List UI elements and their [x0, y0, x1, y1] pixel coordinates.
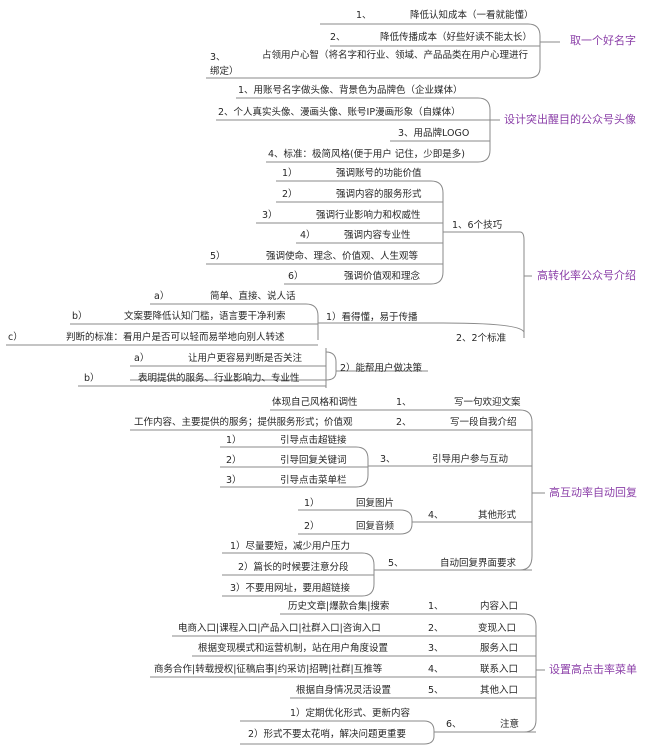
branch-welcome-text[interactable]: 写一句欢迎文案 [454, 397, 521, 408]
menu-monetize-entry[interactable]: 变现入口 [478, 623, 517, 634]
node-reply-keyword[interactable]: 引导回复关键词 [280, 455, 347, 466]
menu-contact-leaf[interactable]: 商务合作|转载授权|征稿启事|约采访|招聘|社群|互推等 [154, 664, 383, 675]
skill-mission-values[interactable]: 强调使命、理念、价值观、人生观等 [266, 251, 419, 262]
menu-content-entry[interactable]: 内容入口 [480, 601, 519, 612]
item-num: 2） [304, 521, 320, 532]
item-num: 1） [226, 435, 242, 446]
node-avatar-logo[interactable]: 3、用品牌LOGO [398, 128, 470, 139]
node-avatar-brand-color[interactable]: 1、用账号名字做头像、背景色为品牌色（企业媒体） [238, 85, 463, 96]
item-num: 5、 [428, 685, 444, 696]
branch-two-standards[interactable]: 2、2个标准 [456, 333, 507, 344]
node-click-link[interactable]: 引导点击超链接 [280, 435, 347, 446]
item-num: c） [8, 332, 23, 343]
item-num: a） [134, 353, 150, 364]
item-num: 1） [304, 498, 320, 509]
node-click-menu[interactable]: 引导点击菜单栏 [280, 475, 347, 486]
item-num: 2） [282, 189, 298, 200]
item-num: a） [154, 291, 170, 302]
skill-values-idea[interactable]: 强调价值观和理念 [344, 271, 421, 282]
item-num: 1、 [428, 601, 444, 612]
node-reply-audio[interactable]: 回复音频 [356, 521, 395, 532]
menu-other-entry[interactable]: 其他入口 [480, 685, 519, 696]
skill-function-value[interactable]: 强调账号的功能价值 [336, 168, 422, 179]
skill-service-form[interactable]: 强调内容的服务形式 [336, 189, 422, 200]
node-occupy-mind[interactable]: 占领用户心智（将名字和行业、领域、产品品类在用户心理进行绑定） [210, 50, 529, 77]
branch-other-forms[interactable]: 其他形式 [478, 510, 517, 521]
node-lower-threshold[interactable]: 文案要降低认知门槛，语言要干净利索 [124, 311, 286, 322]
node-work-content[interactable]: 工作内容、主要提供的服务；提供服务形式；价值观 [134, 417, 353, 428]
topic-pick-name[interactable]: 取一个好名字 [570, 34, 636, 47]
item-num: 2、 [330, 32, 346, 43]
item-num: 2、 [396, 417, 412, 428]
item-num: b） [72, 311, 88, 322]
topic-account-intro[interactable]: 高转化率公众号介绍 [537, 269, 636, 282]
branch-notice[interactable]: 注意 [500, 719, 520, 730]
node-solve-problem[interactable]: 2）形式不要太花哨，解决问题更重要 [248, 729, 407, 740]
menu-other-leaf[interactable]: 根据自身情况灵活设置 [296, 685, 392, 696]
item-num: 1、 [356, 10, 372, 21]
topic-menu[interactable]: 设置高点击率菜单 [549, 663, 637, 676]
node-reduce-cognitive-cost[interactable]: 降低认知成本（一看就能懂） [410, 10, 534, 21]
item-num: 6） [288, 271, 304, 282]
item-num: 3） [262, 210, 278, 221]
item-num: 4、 [428, 664, 444, 675]
item-num: 1） [282, 168, 298, 179]
standard-easy-understand[interactable]: 1）看得懂，易于传播 [326, 312, 418, 323]
item-num: 4） [300, 230, 316, 241]
topic-auto-reply[interactable]: 高互动率自动回复 [549, 486, 637, 499]
node-easy-follow[interactable]: 让用户更容易判断是否关注 [188, 353, 303, 364]
node-judge-standard[interactable]: 判断的标准：看用户是否可以轻而易举地向别人转述 [66, 332, 285, 343]
menu-service-leaf[interactable]: 根据变现模式和运营机制，站在用户角度设置 [198, 643, 389, 654]
node-avatar-standard[interactable]: 4、标准：极简风格(便于用户 记住，少即是多) [268, 149, 465, 160]
node-paragraph[interactable]: 2）篇长的时候要注意分段 [238, 562, 349, 573]
node-reduce-spread-cost[interactable]: 降低传播成本（好些好读不能太长） [380, 32, 533, 43]
menu-monetize-leaf[interactable]: 电商入口|课程入口|产品入口|社群入口|咨询入口 [178, 623, 381, 634]
branch-reply-ui[interactable]: 自动回复界面要求 [440, 558, 517, 569]
item-num: 3） [226, 475, 242, 486]
topic-avatar-design[interactable]: 设计突出醒目的公众号头像 [504, 113, 636, 126]
item-num: 1、 [396, 397, 412, 408]
item-num: 3、 [210, 52, 226, 63]
skill-professional[interactable]: 强调内容专业性 [344, 230, 411, 241]
node-avatar-personal[interactable]: 2、个人真实头像、漫画头像、账号IP漫画形象（自媒体） [218, 107, 461, 118]
item-num: 6、 [446, 719, 462, 730]
item-num: 3、 [380, 454, 396, 465]
node-style-tone[interactable]: 体现自己风格和调性 [272, 397, 358, 408]
menu-service-entry[interactable]: 服务入口 [480, 643, 519, 654]
item-num: 5） [210, 251, 226, 262]
node-optimize[interactable]: 1）定期优化形式、更新内容 [290, 708, 411, 719]
node-simple-direct[interactable]: 简单、直接、说人话 [210, 291, 296, 302]
item-num: 3、 [428, 643, 444, 654]
skill-industry-authority[interactable]: 强调行业影响力和权威性 [316, 210, 421, 221]
node-keep-short[interactable]: 1）尽量要短，减少用户压力 [230, 541, 351, 552]
node-no-url[interactable]: 3）不要用网址，要用超链接 [230, 583, 351, 594]
menu-contact-entry[interactable]: 联系入口 [480, 664, 519, 675]
item-num: 5、 [388, 558, 404, 569]
item-num: b） [84, 373, 100, 384]
node-reply-image[interactable]: 回复图片 [356, 498, 395, 509]
item-num: 2、 [428, 623, 444, 634]
standard-help-decide[interactable]: 2）能帮用户做决策 [340, 363, 423, 374]
branch-self-intro[interactable]: 写一段自我介绍 [450, 417, 517, 428]
node-show-service[interactable]: 表明提供的服务、行业影响力、专业性 [138, 373, 300, 384]
menu-content-leaf[interactable]: 历史文章|爆款合集|搜索 [288, 601, 390, 612]
item-num: 2） [226, 455, 242, 466]
branch-guide-interact[interactable]: 引导用户参与互动 [432, 454, 509, 465]
item-num: 4、 [428, 510, 444, 521]
branch-six-skills[interactable]: 1、6个技巧 [452, 220, 503, 231]
